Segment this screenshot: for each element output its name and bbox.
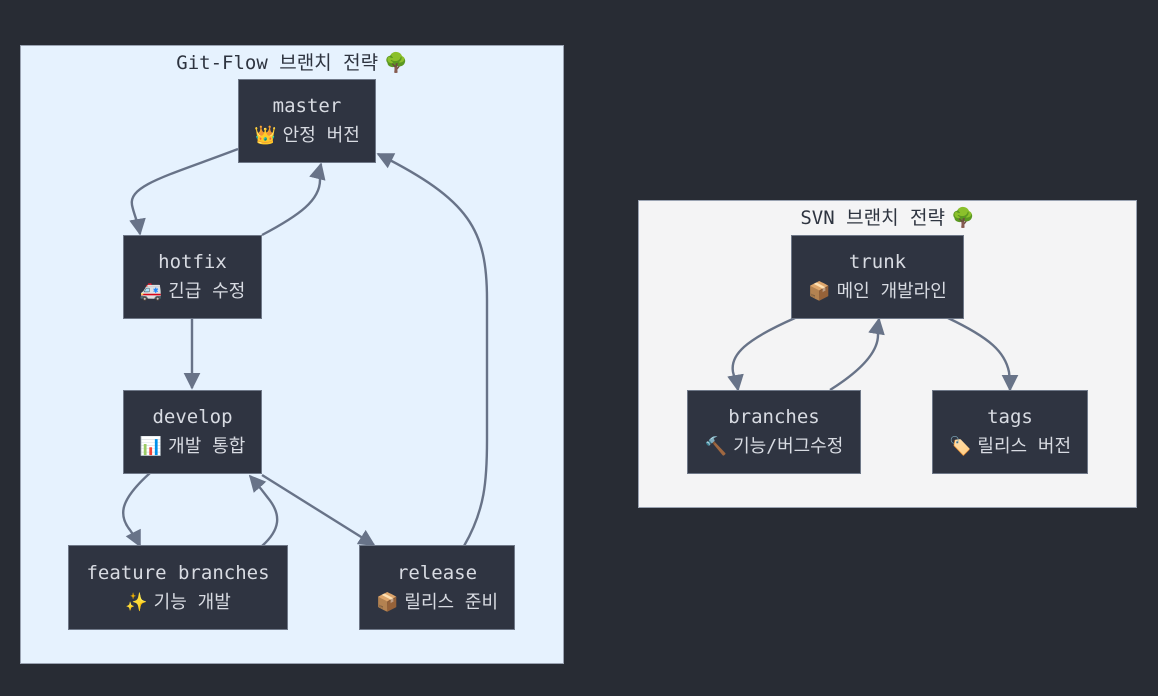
node-release-title: release bbox=[396, 561, 478, 584]
node-release-desc: 📦릴리스 준비 bbox=[376, 588, 498, 618]
node-feature-desc-text: 기능 개발 bbox=[153, 591, 231, 613]
node-branches-title: branches bbox=[728, 406, 820, 428]
node-feature-title: feature branches bbox=[86, 561, 270, 584]
node-release-desc-text: 릴리스 준비 bbox=[404, 591, 499, 613]
tree-icon: 🌳 bbox=[950, 207, 975, 229]
node-tags[interactable]: tags 🏷️릴리스 버전 bbox=[932, 390, 1088, 474]
hammer-icon: 🔨 bbox=[704, 436, 728, 457]
package-icon: 📦 bbox=[375, 591, 399, 613]
package-icon: 📦 bbox=[808, 281, 831, 302]
node-branches[interactable]: branches 🔨기능/버그수정 bbox=[687, 390, 861, 474]
node-tags-desc: 🏷️릴리스 버전 bbox=[949, 432, 1071, 462]
node-feature-branches[interactable]: feature branches ✨기능 개발 bbox=[68, 545, 288, 630]
svn-cluster-title: SVN 브랜치 전략🌳 bbox=[639, 203, 1136, 230]
tree-icon: 🌳 bbox=[384, 52, 408, 74]
node-develop-title: develop bbox=[152, 406, 233, 428]
node-tags-desc-text: 릴리스 버전 bbox=[977, 436, 1072, 457]
node-develop-desc-text: 개발 통합 bbox=[168, 436, 246, 457]
node-tags-title: tags bbox=[987, 406, 1033, 428]
node-hotfix-desc: 🚑긴급 수정 bbox=[140, 277, 246, 307]
node-master-desc-text: 안정 버전 bbox=[282, 125, 360, 146]
node-master-desc: 👑안정 버전 bbox=[254, 121, 360, 151]
node-release[interactable]: release 📦릴리스 준비 bbox=[359, 545, 515, 630]
gitflow-cluster-title: Git-Flow 브랜치 전략🌳 bbox=[21, 48, 563, 75]
node-branches-desc-text: 기능/버그수정 bbox=[733, 436, 844, 457]
node-master[interactable]: master 👑안정 버전 bbox=[238, 79, 376, 163]
bar-chart-icon: 📊 bbox=[139, 436, 163, 457]
svn-title-text: SVN 브랜치 전략 bbox=[800, 207, 945, 229]
node-feature-desc: ✨기능 개발 bbox=[125, 588, 231, 618]
node-hotfix-desc-text: 긴급 수정 bbox=[168, 281, 246, 302]
node-develop-desc: 📊개발 통합 bbox=[140, 432, 246, 462]
crown-icon: 👑 bbox=[254, 125, 277, 146]
node-trunk-desc: 📦메인 개발라인 bbox=[808, 277, 947, 307]
node-trunk-desc-text: 메인 개발라인 bbox=[836, 281, 947, 302]
label-icon: 🏷️ bbox=[948, 436, 972, 457]
node-branches-desc: 🔨기능/버그수정 bbox=[705, 432, 844, 462]
node-trunk-title: trunk bbox=[848, 251, 907, 273]
node-develop[interactable]: develop 📊개발 통합 bbox=[123, 390, 262, 474]
node-hotfix-title: hotfix bbox=[158, 251, 227, 273]
gitflow-title-text: Git-Flow 브랜치 전략 bbox=[176, 52, 379, 74]
node-trunk[interactable]: trunk 📦메인 개발라인 bbox=[791, 235, 964, 319]
sparkles-icon: ✨ bbox=[125, 591, 148, 613]
ambulance-icon: 🚑 bbox=[139, 281, 163, 302]
node-hotfix[interactable]: hotfix 🚑긴급 수정 bbox=[123, 235, 262, 319]
node-master-title: master bbox=[272, 95, 342, 117]
